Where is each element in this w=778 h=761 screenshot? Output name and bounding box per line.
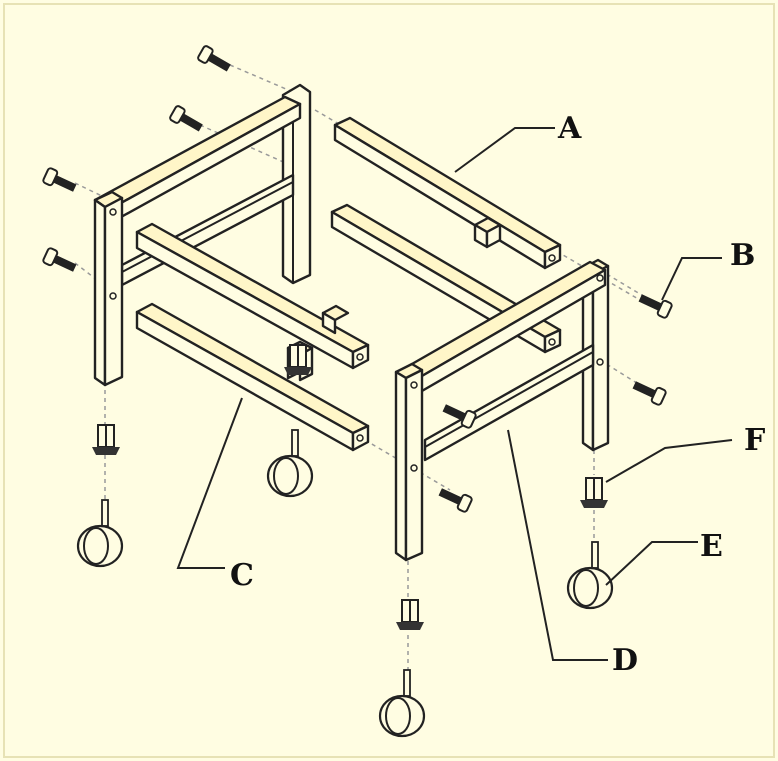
leader-lines (176, 127, 733, 661)
drawing-background (3, 3, 775, 758)
callout-b: B (730, 238, 755, 273)
callout-a: A (557, 111, 582, 146)
crossbar-upper-front (135, 222, 370, 370)
casters (76, 429, 614, 738)
callout-e: E (700, 529, 723, 564)
bolts (42, 45, 673, 513)
callout-c: C (230, 558, 254, 593)
left-side-frame (93, 83, 312, 387)
callout-f: F (744, 423, 765, 458)
foot-inserts (92, 344, 608, 630)
crossbar-a (333, 116, 562, 270)
right-side-frame-d (394, 258, 610, 562)
callout-d: D (612, 643, 638, 678)
